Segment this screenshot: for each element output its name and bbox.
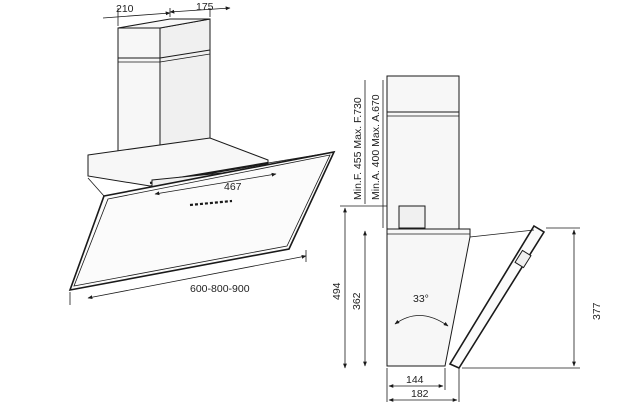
dim-line-467 xyxy=(154,172,277,196)
total-depth-label: 182 xyxy=(411,388,429,400)
filter-width-label: 467 xyxy=(224,181,242,193)
chimney-height-range-f: Min.F. 455 Max. F.730 xyxy=(352,97,364,200)
chimney-front-face xyxy=(117,27,161,165)
dim-line-175 xyxy=(169,6,231,14)
chimney-dimensions: 210 175 xyxy=(102,1,231,26)
angle-label: 33° xyxy=(413,293,429,305)
side-control-module xyxy=(514,249,532,269)
dim-line-600-800-900 xyxy=(87,254,307,300)
chimney-top-face xyxy=(117,18,211,29)
chimney xyxy=(117,18,211,165)
side-chimney xyxy=(386,75,460,230)
base-depth-label: 144 xyxy=(406,374,424,386)
angle-arc xyxy=(394,315,449,327)
hood-body xyxy=(68,137,336,292)
chimney-width-label: 210 xyxy=(116,3,134,15)
hood-width-dimension: 600-800-900 xyxy=(69,250,307,305)
glass-left-edge xyxy=(87,177,105,197)
filter-dimension: 467 xyxy=(154,172,277,196)
side-hood-body xyxy=(386,228,471,367)
control-buttons-strip xyxy=(189,199,233,207)
side-glass-bracket xyxy=(469,229,535,238)
glass-height-label: 377 xyxy=(591,302,603,320)
chimney-depth-label: 175 xyxy=(196,1,214,13)
total-height-label: 494 xyxy=(331,282,343,300)
chimney-height-range-a: Min.A. 400 Max. A.670 xyxy=(370,94,382,200)
chimney-joint-side-2 xyxy=(159,53,211,63)
dim-line-210 xyxy=(102,11,171,19)
glass-right-connector xyxy=(267,151,335,164)
glass-panel-inner-edge xyxy=(73,154,331,287)
hood-width-label: 600-800-900 xyxy=(190,283,250,295)
front-view: 210 175 467 600-800-90 xyxy=(68,1,336,305)
motor-collar xyxy=(398,205,426,229)
body-height-label: 362 xyxy=(351,292,363,310)
side-view: Min.F. 455 Max. F.730 Min.A. 400 Max. A.… xyxy=(331,75,603,402)
chimney-joint-side xyxy=(159,49,211,59)
